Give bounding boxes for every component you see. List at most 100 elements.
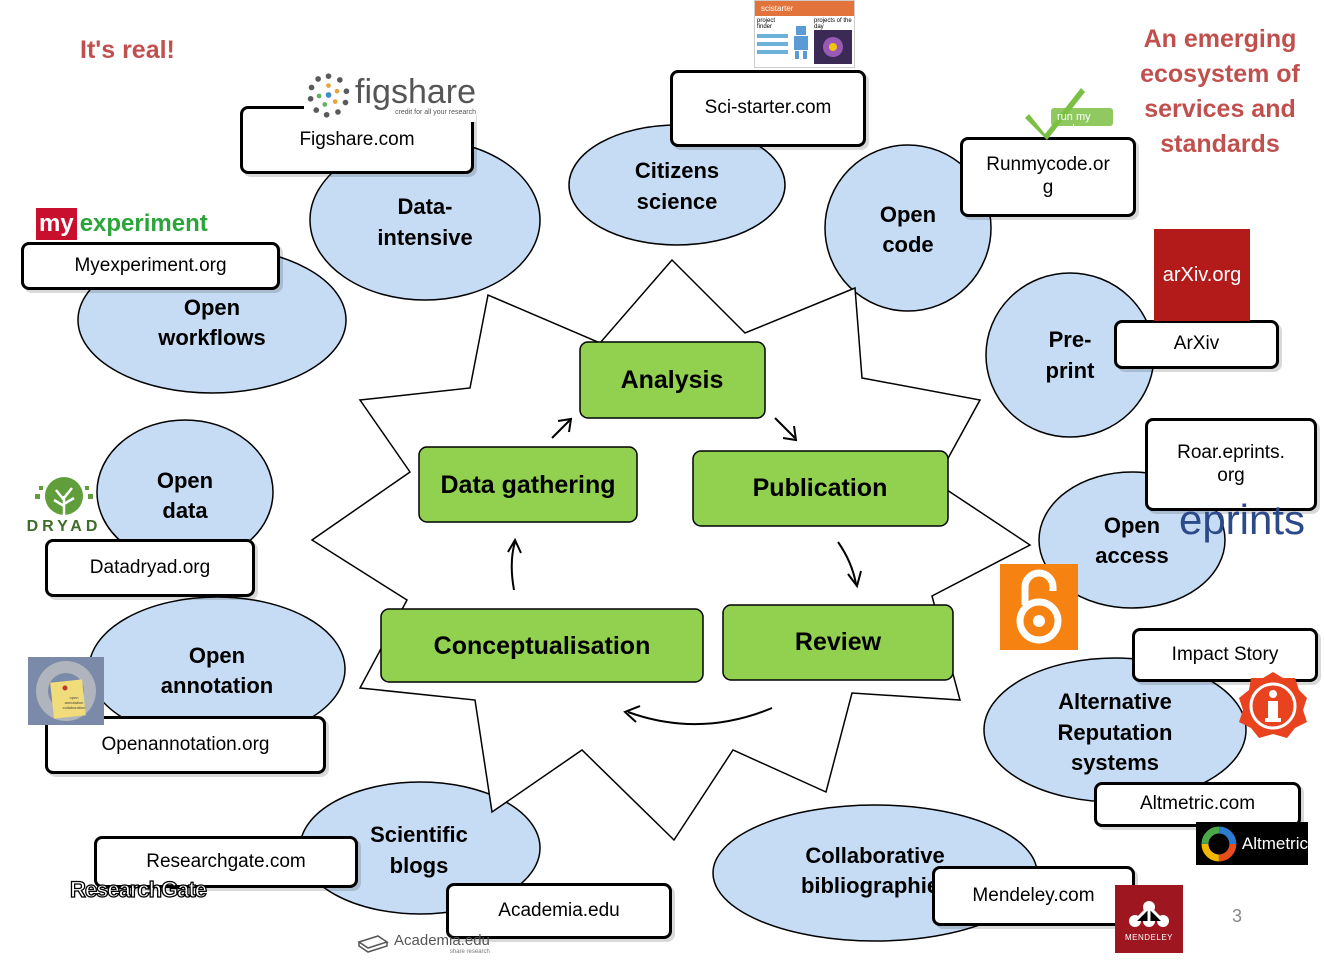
bubble-label-open-annotation-2: annotation xyxy=(161,673,273,698)
scistarter-logo-left: project finder xyxy=(755,16,790,68)
service-label-arxiv: ArXiv xyxy=(1173,333,1220,355)
mendeley-logo-text: MENDELEY xyxy=(1124,932,1173,942)
page-number: 3 xyxy=(1232,906,1243,926)
bubble-label-scientific-blogs-1: Scientific xyxy=(370,822,468,847)
arrow-datagathering-to-analysis xyxy=(551,419,571,439)
service-box-altmetric: Altmetric.com xyxy=(1094,782,1301,827)
researchgate-logo: ResearchGate xyxy=(69,876,220,904)
runmycode-logo-text: run my code xyxy=(1057,111,1091,135)
service-box-datadryad: Datadryad.org xyxy=(45,539,255,597)
academia-book-icon xyxy=(357,935,389,953)
open-annotation-logo-line-2: annotation xyxy=(64,700,84,705)
bubble-label-alt-reputation-2: Reputation xyxy=(1058,720,1173,745)
bubble-label-citizens-science-2: science xyxy=(637,189,718,214)
service-box-arxiv: ArXiv xyxy=(1114,320,1279,369)
heading-right-line-2: ecosystem of xyxy=(1140,60,1300,88)
myexperiment-logo-my: my xyxy=(36,208,77,240)
bubble-label-collab-biblio-1: Collaborative xyxy=(805,843,944,868)
cycle-box-publication xyxy=(692,450,949,527)
cycle-box-data-gathering xyxy=(418,446,638,523)
heading-right-line-3: services and xyxy=(1144,95,1296,123)
service-label-researchgate: Researchgate.com xyxy=(146,850,306,872)
bubble-label-data-intensive-2: intensive xyxy=(377,225,472,250)
bubble-label-citizens-science-1: Citizens xyxy=(635,158,719,183)
altmetric-logo-text: Altmetric xyxy=(1241,833,1308,853)
figshare-swirl-icon xyxy=(307,73,350,118)
service-label-datadryad: Datadryad.org xyxy=(89,556,211,578)
scistarter-logo-bar: scistarter xyxy=(755,1,854,16)
dryad-logo-text: DRYAD xyxy=(26,518,102,535)
bubble-label-open-data-2: data xyxy=(162,498,208,523)
bubble-label-pre-print-2: print xyxy=(1046,358,1096,383)
bubble-label-open-workflows-1: Open xyxy=(184,295,240,320)
open-annotation-logo-line-1: open xyxy=(69,695,79,700)
bubble-label-scientific-blogs-2: blogs xyxy=(390,853,449,878)
service-box-scistarter: Sci-starter.com xyxy=(670,70,866,147)
cycle-label-review: Review xyxy=(795,628,882,656)
heading-right: An emerging ecosystem of services and st… xyxy=(1120,22,1320,162)
service-box-runmycode: Runmycode.or g xyxy=(960,137,1136,217)
bubble-label-open-access-2: access xyxy=(1095,543,1168,568)
bubble-label-open-annotation-1: Open xyxy=(189,643,245,668)
service-label-myexperiment: Myexperiment.org xyxy=(74,254,227,276)
runmycode-logo: run my code xyxy=(1023,84,1115,140)
service-box-openannotation: Openannotation.org xyxy=(45,716,326,774)
robot-icon xyxy=(790,16,812,68)
scistarter-logo: scistarter project finder projects of th… xyxy=(754,0,855,68)
heading-left: It's real! xyxy=(80,36,175,64)
cycle-label-publication: Publication xyxy=(753,474,888,502)
academia-logo-text: Academia.edu xyxy=(394,932,490,949)
service-label-openannotation: Openannotation.org xyxy=(101,733,270,755)
open-annotation-logo: open annotation collaboration xyxy=(28,657,104,725)
service-box-roar: Roar.eprints. org xyxy=(1145,418,1317,511)
eprints-logo: eprints xyxy=(1179,492,1305,548)
flower-icon xyxy=(814,30,852,64)
arrow-publication-to-review xyxy=(837,541,857,585)
heading-right-line-4: standards xyxy=(1160,130,1280,158)
service-label-roar: Roar.eprints. org xyxy=(1177,441,1285,486)
checkmark-icon xyxy=(1025,88,1113,140)
bubble-open-code xyxy=(824,144,992,312)
heading-right-line-1: An emerging xyxy=(1143,25,1297,53)
cycle-box-analysis xyxy=(579,341,766,419)
cycle-box-conceptualisation xyxy=(380,608,704,683)
impactstory-info-icon xyxy=(1237,670,1309,742)
bubble-label-open-code-2: code xyxy=(882,232,933,257)
tree-icon xyxy=(35,477,93,516)
arrow-analysis-to-publication xyxy=(774,417,796,439)
researchgate-logo-text: ResearchGate xyxy=(69,876,207,902)
myexperiment-logo-experiment: experiment xyxy=(79,210,208,237)
service-label-altmetric: Altmetric.com xyxy=(1139,793,1256,815)
figshare-logo-tagline: credit for all your research xyxy=(395,108,476,116)
arxiv-logo-text: arXiv.org xyxy=(1162,263,1242,286)
bubble-label-alt-reputation-1: Alternative xyxy=(1058,689,1172,714)
service-label-scistarter: Sci-starter.com xyxy=(704,97,832,119)
star-burst xyxy=(310,258,1032,842)
cycle-label-data-gathering: Data gathering xyxy=(440,471,615,499)
open-annotation-logo-line-3: collaboration xyxy=(62,705,86,710)
service-box-mendeley: Mendeley.com xyxy=(932,866,1135,926)
bubble-label-open-code-1: Open xyxy=(880,202,936,227)
service-label-impactstory: Impact Story xyxy=(1171,643,1279,665)
academia-logo: Academia.edu share research xyxy=(356,928,506,960)
altmetric-logo: Altmetric xyxy=(1196,822,1308,865)
figshare-logo: figshare credit for all your research xyxy=(304,68,476,122)
bubble-label-alt-reputation-3: systems xyxy=(1071,750,1159,775)
myexperiment-logo: my experiment xyxy=(36,207,221,241)
mendeley-molecule-icon xyxy=(1129,900,1169,927)
bubble-label-open-data-1: Open xyxy=(157,468,213,493)
service-label-runmycode: Runmycode.or g xyxy=(986,154,1110,198)
service-label-mendeley: Mendeley.com xyxy=(972,884,1095,906)
altmetric-donut-icon xyxy=(1201,826,1237,861)
arrow-conceptualisation-to-datagathering xyxy=(510,541,516,591)
arxiv-logo: arXiv.org xyxy=(1154,229,1250,321)
mendeley-logo: MENDELEY xyxy=(1115,885,1183,953)
service-box-myexperiment: Myexperiment.org xyxy=(21,242,280,290)
service-box-researchgate: Researchgate.com xyxy=(94,836,358,888)
academia-logo-tagline: share research xyxy=(449,949,490,955)
figshare-logo-text: figshare xyxy=(355,72,476,111)
scistarter-logo-right: projects of the day xyxy=(812,16,854,68)
eprints-logo-text: eprints xyxy=(1178,496,1306,543)
